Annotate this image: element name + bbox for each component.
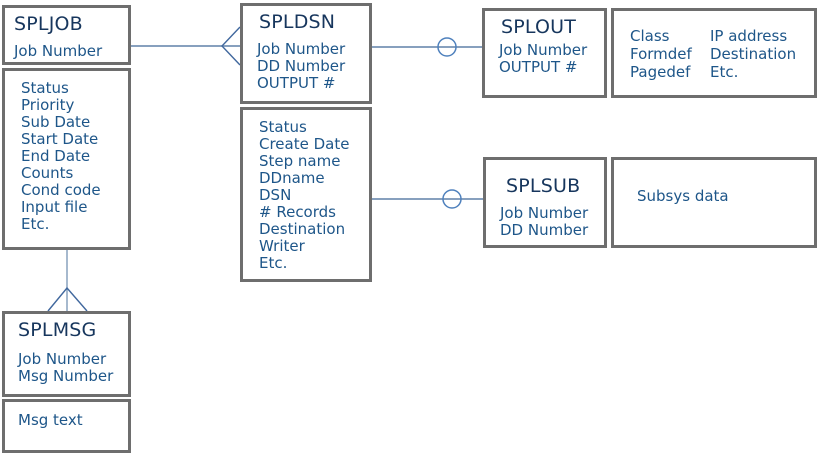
attribute: Cond code: [21, 181, 101, 199]
attribute: Etc.: [21, 215, 50, 233]
entity-keys: Job Number OUTPUT #: [485, 38, 604, 76]
attribute: Etc.: [259, 254, 288, 272]
entity-splout-attributes: Class Formdef Pagedef IP address Destina…: [611, 8, 817, 98]
key-field: DD Number: [257, 57, 346, 75]
attribute: DSN: [259, 186, 292, 204]
attribute: Status: [259, 118, 307, 136]
attribute: Start Date: [21, 130, 99, 148]
attribute: Pagedef: [630, 63, 691, 81]
entity-title: SPLOUT: [501, 16, 577, 38]
key-field: Job Number: [257, 40, 346, 58]
entity-keys: Job Number DD Number OUTPUT #: [243, 33, 369, 92]
entity-splsub-header: SPLSUB Job Number DD Number: [483, 157, 607, 248]
crow-foot-icon: [47, 286, 88, 312]
attribute: End Date: [21, 147, 91, 165]
entity-keys: Job Number Msg Number: [5, 341, 128, 385]
entity-splmsg-attributes: Msg text: [2, 399, 131, 453]
attribute: Input file: [21, 198, 88, 216]
key-field: Job Number: [500, 204, 589, 222]
attribute: Step name: [259, 152, 341, 170]
entity-spldsn-header: SPLDSN Job Number DD Number OUTPUT #: [240, 3, 372, 104]
key-field: DD Number: [500, 221, 589, 239]
entity-title: SPLJOB: [14, 13, 83, 35]
attribute-list: Status Priority Sub Date Start Date End …: [5, 71, 128, 233]
attribute: DDname: [259, 169, 325, 187]
attribute: # Records: [259, 203, 336, 221]
attribute-list: Status Create Date Step name DDname DSN …: [243, 110, 369, 272]
attribute-list: Subsys data: [614, 160, 814, 205]
attribute: IP address: [710, 27, 788, 45]
entity-spljob-attributes: Status Priority Sub Date Start Date End …: [2, 68, 131, 250]
entity-splsub-attributes: Subsys data: [611, 157, 817, 248]
attribute: Subsys data: [637, 187, 729, 205]
attribute-list: Msg text: [5, 402, 128, 429]
attribute: Create Date: [259, 135, 350, 153]
attribute-list: Class Formdef Pagedef IP address Destina…: [614, 11, 814, 81]
attribute: Class: [630, 27, 670, 45]
attribute: Etc.: [710, 63, 739, 81]
entity-keys: Job Number: [5, 35, 128, 60]
key-field: Job Number: [18, 350, 107, 368]
key-field: OUTPUT #: [257, 74, 336, 92]
attribute: Msg text: [18, 411, 83, 429]
attribute: Status: [21, 79, 69, 97]
entity-keys: Job Number DD Number: [486, 197, 604, 239]
attribute: Priority: [21, 96, 75, 114]
attribute: Formdef: [630, 45, 692, 63]
entity-title: SPLMSG: [18, 319, 97, 341]
entity-title: SPLDSN: [259, 11, 336, 33]
attribute: Sub Date: [21, 113, 91, 131]
entity-splmsg-header: SPLMSG Job Number Msg Number: [2, 311, 131, 397]
entity-spldsn-attributes: Status Create Date Step name DDname DSN …: [240, 107, 372, 282]
optional-circle-icon: [442, 189, 462, 209]
attribute-column: IP address Destination Etc.: [710, 27, 796, 81]
entity-spljob-header: SPLJOB Job Number: [2, 5, 131, 65]
key-field: Msg Number: [18, 367, 114, 385]
key-field: OUTPUT #: [499, 58, 578, 76]
entity-title: SPLSUB: [506, 175, 581, 197]
attribute: Writer: [259, 237, 305, 255]
key-field: Job Number: [14, 42, 103, 60]
key-field: Job Number: [499, 41, 588, 59]
crow-foot-icon: [221, 26, 241, 66]
optional-circle-icon: [437, 37, 457, 57]
attribute-column: Class Formdef Pagedef: [630, 27, 710, 81]
attribute: Destination: [710, 45, 797, 63]
attribute: Counts: [21, 164, 74, 182]
attribute: Destination: [259, 220, 346, 238]
entity-splout-header: SPLOUT Job Number OUTPUT #: [482, 8, 607, 98]
